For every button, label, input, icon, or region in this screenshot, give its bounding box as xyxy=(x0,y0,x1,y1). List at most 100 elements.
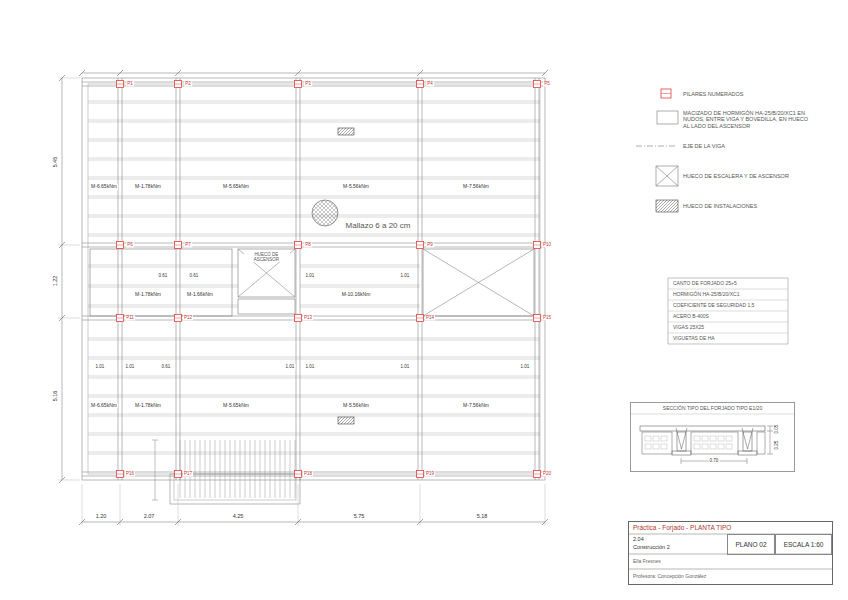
beam-line xyxy=(300,78,301,480)
joist-line xyxy=(300,267,420,268)
moment-value: M-10.16kNm xyxy=(341,292,372,298)
stair-step xyxy=(220,440,221,498)
stair-step xyxy=(265,440,266,498)
slab-edge xyxy=(88,84,540,474)
legend-pillar xyxy=(661,89,671,98)
joist-section xyxy=(738,451,757,455)
solid-zone xyxy=(238,299,295,314)
dimension-tick xyxy=(767,426,773,427)
joist-line xyxy=(88,287,238,288)
teacher-name: Profesora: Concepción González xyxy=(633,574,706,580)
lattice-wire xyxy=(742,428,753,449)
pillar-symbol xyxy=(175,318,182,319)
block-hollow xyxy=(702,444,708,449)
stair-step xyxy=(280,440,281,498)
block-hollow xyxy=(694,444,700,449)
dimension-tick xyxy=(152,500,158,501)
moment-value: M-1.78kNm xyxy=(134,292,162,298)
student-name: Ella Fresnes xyxy=(633,559,661,565)
legend-void xyxy=(656,166,678,186)
block-hollow xyxy=(710,436,716,441)
beam-line xyxy=(122,78,123,480)
joist-line xyxy=(88,196,540,197)
dimension-tick xyxy=(117,70,123,76)
legend-void xyxy=(656,166,678,186)
lattice-wire xyxy=(676,428,687,449)
dimension-line xyxy=(62,78,63,480)
joist-line xyxy=(88,359,540,360)
joist-line xyxy=(88,103,540,104)
stair-step xyxy=(285,440,286,498)
block-hollow xyxy=(726,444,732,449)
dimension-tick xyxy=(175,519,181,525)
pillar-symbol xyxy=(117,474,124,475)
joist-line xyxy=(88,139,540,140)
dimension-text: 4.25 xyxy=(232,513,245,519)
pillar-symbol xyxy=(534,245,541,246)
pillar-number: P1 xyxy=(126,81,134,86)
pillar-symbol xyxy=(175,471,182,478)
title-rule xyxy=(628,569,833,570)
block-hollow xyxy=(726,436,732,441)
dimension-tick xyxy=(542,519,548,525)
stair-step xyxy=(215,440,216,498)
joist-line xyxy=(88,414,540,415)
pillar-symbol xyxy=(295,81,302,88)
span-length: 1.01 xyxy=(305,273,316,278)
dimension-tick xyxy=(295,70,301,76)
joist-line xyxy=(88,267,238,268)
moment-value: M-7.56kNm xyxy=(462,403,490,409)
pillar-number: P8 xyxy=(304,242,312,247)
beam-line xyxy=(82,86,545,87)
pillar-number: P2 xyxy=(184,81,192,86)
section-heading: SECCIÓN TIPO DEL FORJADO TIPO E1/20 xyxy=(663,406,762,412)
pillar-number: P15 xyxy=(542,315,552,320)
dimension-text: 0.25 xyxy=(774,440,779,451)
dimension-tick xyxy=(295,519,301,525)
block-hollow xyxy=(653,436,659,441)
table-rule xyxy=(668,289,788,290)
pillar-symbol xyxy=(117,471,124,478)
plan-group xyxy=(58,70,833,569)
pillar-symbol xyxy=(295,242,302,249)
dimension-tick xyxy=(59,477,65,483)
legend-text: EJE DE LA VIGA xyxy=(683,143,725,149)
joist-line xyxy=(88,433,540,434)
stair-step xyxy=(185,440,186,498)
stair-step xyxy=(205,440,206,498)
pillar-number: P16 xyxy=(125,471,135,476)
pillar-symbol xyxy=(295,245,302,246)
pillar-symbol xyxy=(117,242,124,249)
beam-line xyxy=(82,243,545,244)
spec-table xyxy=(668,278,788,344)
dimension-text: 2.07 xyxy=(143,513,156,519)
pillar-symbol xyxy=(295,315,302,322)
pillar-number: P14 xyxy=(425,315,435,320)
legend-text: MACIZADO DE HORMIGÓN HA-25/B/20/XC1 EN N… xyxy=(683,110,811,129)
dimension-tick xyxy=(79,519,85,525)
stair-step xyxy=(190,440,191,498)
joist-line xyxy=(88,198,540,199)
table-rule xyxy=(668,311,788,312)
block-hollow xyxy=(661,436,667,441)
void-cross xyxy=(238,249,295,297)
legend-solid-zone xyxy=(657,111,678,124)
joist-line xyxy=(88,397,540,398)
extension-line xyxy=(82,484,83,526)
span-length: 1.01 xyxy=(95,364,106,369)
stair-step xyxy=(200,440,201,498)
stair-step xyxy=(270,440,271,498)
stair-step xyxy=(225,440,226,498)
stair-step xyxy=(180,440,181,498)
spec-cell: VIGAS 25X25 xyxy=(672,325,705,331)
joist-line xyxy=(88,265,238,266)
pillar-symbol xyxy=(417,315,424,322)
pillar-symbol xyxy=(175,474,182,475)
span-length: 1.01 xyxy=(305,364,316,369)
dimension-tick xyxy=(417,70,423,76)
joist-line xyxy=(88,285,238,286)
joist-line xyxy=(88,452,540,453)
dimension-tick xyxy=(59,315,65,321)
course-name: Construcción 2 xyxy=(633,544,670,550)
dimension-tick xyxy=(542,70,548,76)
